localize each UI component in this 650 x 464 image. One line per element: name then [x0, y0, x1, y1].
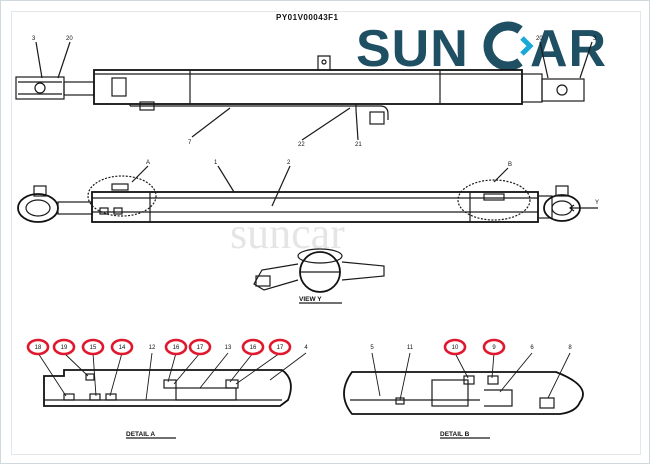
section-view-cylinder — [17, 175, 598, 223]
detail-b-callout-4: 6 — [499, 345, 534, 393]
detail-a-callout-1: 19 — [52, 338, 89, 377]
label-2: 2 — [287, 160, 291, 166]
brand-c-icon — [483, 21, 534, 71]
top-mount-tab — [317, 55, 331, 70]
pipe-fitting — [369, 111, 385, 125]
svg-text:9: 9 — [492, 345, 496, 351]
label-20-right: 20 — [536, 36, 543, 42]
document-id: PY01V00043F1 — [276, 13, 339, 22]
detail-a-callout-5: 16 — [164, 338, 188, 383]
svg-text:13: 13 — [225, 345, 232, 351]
detail-a-callout-0: 18 — [26, 338, 67, 397]
svg-text:8: 8 — [568, 345, 572, 351]
detail-b-outline — [343, 371, 584, 415]
svg-text:6: 6 — [530, 345, 534, 351]
detail-a-callout-7: 13 — [199, 345, 232, 389]
detail-b-callout-5: 8 — [547, 345, 572, 399]
brand-text-left: SUN — [356, 20, 469, 78]
detail-b-callouts: 5 11 10 9 6 8 — [370, 338, 572, 401]
detail-a: DETAIL A — [43, 369, 292, 439]
svg-text:17: 17 — [197, 345, 204, 351]
detail-b-callout-2: 10 — [443, 338, 469, 379]
label-7: 7 — [188, 140, 192, 146]
detail-a-callout-10: 4 — [269, 345, 308, 381]
suncar-logo: SUN AR — [356, 20, 607, 78]
label-22: 22 — [298, 142, 305, 148]
view-y-port — [253, 263, 299, 291]
right-eye-block — [541, 78, 585, 102]
svg-text:10: 10 — [452, 345, 459, 351]
top-view-cylinder — [15, 55, 585, 125]
label-a: A — [146, 160, 150, 166]
label-20-left: 20 — [66, 36, 73, 42]
top-pipe — [129, 104, 389, 120]
svg-text:19: 19 — [61, 345, 68, 351]
detail-b-caption: DETAIL B — [440, 431, 470, 438]
brand-text-right: AR — [530, 20, 607, 78]
svg-text:4: 4 — [304, 345, 308, 351]
detail-a-callouts: 18 19 15 14 12 16 17 13 16 17 4 — [26, 338, 308, 401]
detail-a-caption: DETAIL A — [126, 431, 155, 438]
svg-text:17: 17 — [277, 345, 284, 351]
detail-a-callout-8: 16 — [229, 338, 265, 383]
detail-a-callout-3: 14 — [109, 338, 134, 397]
view-y-caption: VIEW Y — [299, 296, 322, 303]
top-rod — [63, 81, 95, 96]
svg-text:14: 14 — [119, 345, 126, 351]
label-1: 1 — [214, 160, 218, 166]
detail-b: DETAIL B — [343, 371, 584, 439]
detail-b-callout-0: 5 — [370, 345, 381, 397]
detail-b-circle — [457, 179, 531, 221]
label-21: 21 — [355, 142, 362, 148]
svg-text:16: 16 — [250, 345, 257, 351]
svg-text:11: 11 — [407, 345, 414, 351]
top-port-left — [111, 77, 127, 97]
drawing-border — [11, 11, 641, 455]
detail-a-callout-9: 17 — [235, 338, 292, 385]
svg-text:18: 18 — [35, 345, 42, 351]
svg-text:12: 12 — [149, 345, 156, 351]
detail-a-callout-6: 17 — [173, 338, 212, 385]
section-view-labels: A 1 2 B Y — [131, 160, 599, 207]
detail-b-callout-1: 11 — [399, 345, 414, 401]
view-y-drawing: VIEW Y — [253, 248, 385, 304]
left-eye-bore — [34, 82, 46, 94]
label-3-right: 3 — [593, 36, 597, 42]
svg-text:5: 5 — [370, 345, 374, 351]
top-view-labels: 3 20 20 3 7 22 21 — [32, 36, 597, 148]
section-rod — [57, 201, 93, 215]
watermark-text: suncar — [230, 209, 345, 258]
detail-a-outline — [43, 369, 292, 407]
svg-text:15: 15 — [90, 345, 97, 351]
top-head — [521, 73, 543, 103]
detail-a-circle — [87, 175, 157, 217]
svg-text:16: 16 — [173, 345, 180, 351]
label-y: Y — [595, 200, 599, 206]
detail-a-callout-2: 15 — [81, 338, 105, 397]
detail-a-callout-4: 12 — [145, 345, 156, 401]
left-eye-block — [15, 76, 65, 100]
section-left-eye — [17, 193, 59, 223]
detail-b-callout-3: 9 — [482, 338, 506, 379]
label-b: B — [508, 162, 512, 168]
label-3-left: 3 — [32, 36, 36, 42]
